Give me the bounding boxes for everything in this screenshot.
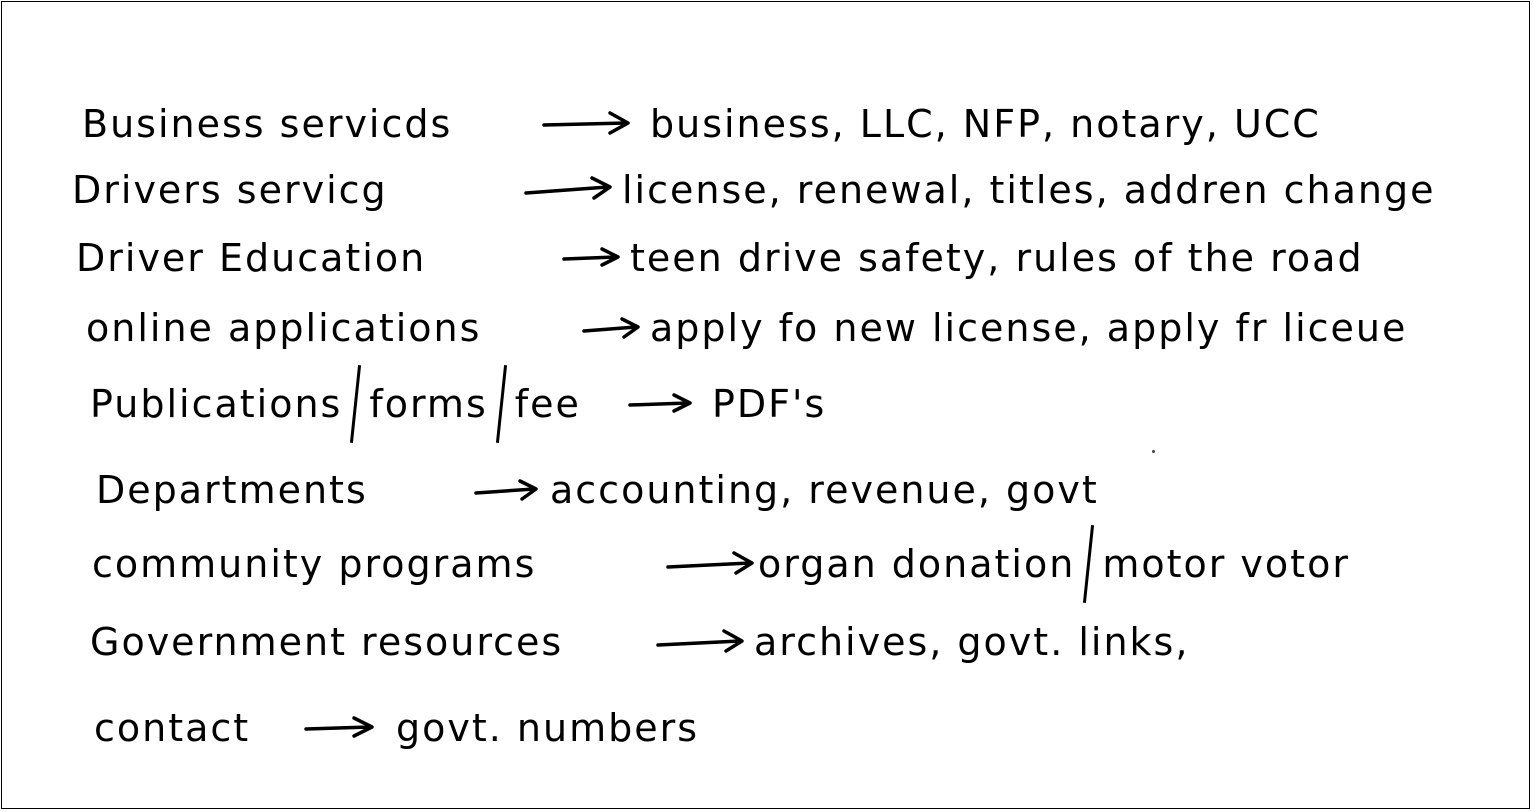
right-arrow-icon bbox=[628, 374, 694, 434]
detail-contact: govt. numbers bbox=[396, 706, 700, 750]
detail-driver-education: teen drive safety, rules of the road bbox=[630, 236, 1364, 280]
topic-forms: forms bbox=[369, 382, 488, 426]
detail-business-services: business, LLC, NFP, notary, UCC bbox=[650, 102, 1321, 146]
topic-contact: contact bbox=[94, 706, 251, 750]
slash-separator bbox=[350, 365, 362, 443]
right-arrow-icon bbox=[582, 298, 642, 358]
right-arrow-icon bbox=[304, 698, 376, 758]
topic-community-programs: community programs bbox=[92, 542, 537, 586]
detail-drivers-services: license, renewal, titles, addren change bbox=[622, 168, 1436, 212]
right-arrow-icon bbox=[524, 160, 614, 220]
detail-online-applications: apply fo new license, apply fr liceue bbox=[650, 306, 1408, 350]
detail-community-programs: organ donation motor votor bbox=[758, 525, 1350, 603]
topic-business-services: Business servicds bbox=[82, 102, 453, 146]
slash-separator bbox=[495, 365, 507, 443]
slash-separator bbox=[1083, 525, 1095, 603]
detail-organ-donation: organ donation bbox=[758, 542, 1076, 586]
topic-publications: Publications bbox=[90, 382, 343, 426]
detail-government-resources: archives, govt. links, bbox=[754, 620, 1190, 664]
topic-drivers-services: Drivers servicg bbox=[72, 168, 388, 212]
right-arrow-icon bbox=[474, 460, 540, 520]
detail-publications: PDF's bbox=[712, 382, 827, 426]
detail-motor-voter: motor votor bbox=[1102, 542, 1350, 586]
right-arrow-icon bbox=[656, 612, 746, 672]
topic-online-applications: online applications bbox=[86, 306, 482, 350]
detail-departments: accounting, revenue, govt bbox=[550, 468, 1099, 512]
right-arrow-icon bbox=[562, 228, 622, 288]
topic-government-resources: Government resources bbox=[90, 620, 564, 664]
right-arrow-icon bbox=[666, 534, 756, 594]
topic-fee: fee bbox=[514, 382, 581, 426]
topic-departments: Departments bbox=[96, 468, 368, 512]
topic-driver-education: Driver Education bbox=[76, 236, 427, 280]
right-arrow-icon bbox=[542, 94, 632, 154]
topic-publications-forms-fee: Publications forms fee bbox=[90, 365, 581, 443]
ink-dot bbox=[1152, 450, 1155, 453]
